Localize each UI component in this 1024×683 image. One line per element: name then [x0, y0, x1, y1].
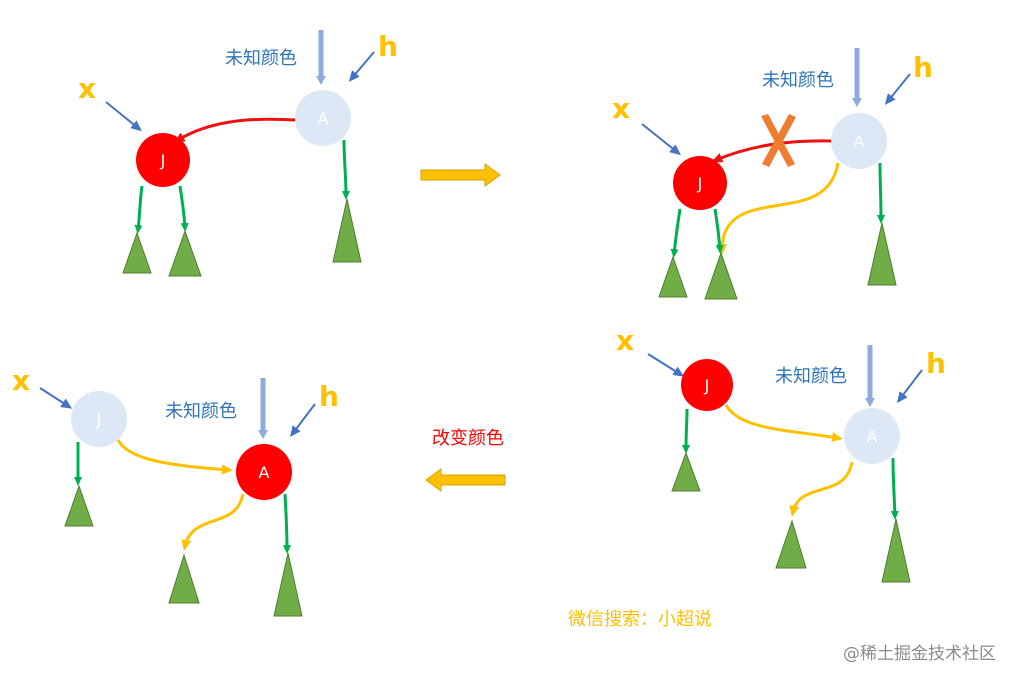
node-j [136, 133, 190, 187]
h-thin-arrow [289, 403, 316, 437]
subtree-triangle [122, 231, 152, 274]
x-thin-arrow [647, 353, 685, 377]
subtree-triangle [867, 222, 897, 286]
node-j [681, 359, 733, 411]
watermark-text: @稀土掘金技术社区 [843, 644, 996, 664]
node-j [673, 156, 727, 210]
node-j [71, 391, 127, 447]
cross-mark-icon [761, 114, 796, 167]
x-label: x [12, 364, 30, 397]
node-a-label: A [259, 463, 270, 482]
node-a [295, 90, 351, 146]
panel-relinking: 未知颜色 h x A J [612, 48, 933, 300]
panel-after-rotation: x 未知颜色 h J A [616, 324, 946, 583]
edge-a-right [890, 457, 899, 520]
subtree-triangle [168, 553, 200, 604]
h-thin-arrow [896, 369, 923, 403]
x-label: x [612, 92, 630, 125]
node-a-label: A [867, 427, 878, 446]
edge-j-left [134, 185, 144, 234]
edge-j-left [670, 208, 682, 258]
left-link-arrow [173, 117, 297, 143]
h-label: h [926, 347, 946, 380]
new-left-link-arrow [717, 162, 840, 255]
node-j-label: J [697, 174, 703, 193]
subtree-triangle [273, 552, 303, 617]
subtree-triangle [881, 518, 911, 583]
unknown-color-label: 未知颜色 [762, 70, 834, 91]
edge-j-right [178, 185, 189, 232]
subtree-triangle [658, 255, 688, 298]
wechat-caption: 微信搜索：小超说 [568, 609, 712, 630]
x-label: x [616, 324, 634, 357]
edge-j-left [682, 408, 691, 454]
node-j-label: J [160, 151, 166, 170]
removed-left-link-arrow [711, 139, 833, 163]
panel-recolored: x 未知颜色 h J A [12, 364, 339, 617]
node-j-label: J [96, 410, 102, 429]
subtree-triangle [671, 451, 701, 492]
x-thin-arrow [105, 101, 142, 132]
h-label: h [378, 30, 398, 63]
node-a [844, 408, 900, 464]
h-thin-arrow [348, 51, 375, 82]
subtree-triangle [704, 251, 738, 300]
edge-a-right [876, 162, 885, 224]
node-a [236, 444, 292, 500]
x-thin-arrow [39, 387, 73, 409]
change-color-label: 改变颜色 [432, 428, 504, 449]
subtree-triangle [168, 229, 202, 277]
node-a-label: A [854, 132, 865, 151]
new-left-link-arrow [724, 404, 843, 442]
unknown-color-label: 未知颜色 [225, 48, 297, 69]
subtree-triangle [332, 198, 362, 263]
panel-before-rotation: 未知颜色 h x A J [78, 30, 398, 277]
h-label: h [319, 380, 339, 413]
edge-a-right [282, 493, 291, 554]
moved-subtree-link-arrow [789, 461, 854, 517]
left-link-arrow [116, 439, 233, 475]
right-block-arrow-icon [420, 163, 501, 187]
x-label: x [78, 72, 96, 105]
x-thin-arrow [641, 123, 681, 156]
subtree-triangle [775, 519, 807, 569]
edge-j-right [713, 208, 724, 254]
subtree-triangle [64, 484, 94, 527]
subtree-link-arrow [181, 493, 245, 551]
node-a [831, 113, 887, 169]
left-block-arrow-icon [425, 468, 506, 492]
node-j-label: J [704, 376, 710, 395]
h-thin-arrow [884, 73, 911, 105]
node-a-label: A [318, 109, 329, 128]
edge-a-right [341, 139, 350, 200]
unknown-color-label: 未知颜色 [165, 401, 237, 422]
unknown-color-label: 未知颜色 [775, 366, 847, 387]
h-label: h [913, 51, 933, 84]
